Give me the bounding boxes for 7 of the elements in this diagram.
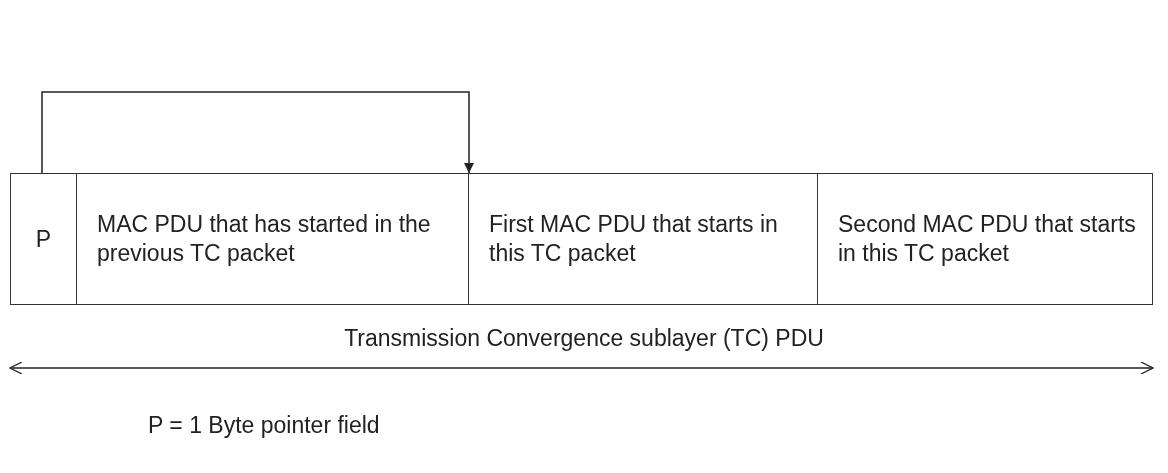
pdu-segment-box: First MAC PDU that starts in this TC packet [468, 173, 818, 305]
pdu-segment-box: Second MAC PDU that starts in this TC packet [817, 173, 1153, 305]
dimension-label: Transmission Convergence sublayer (TC) PDU [344, 325, 824, 352]
footnote: P = 1 Byte pointer field [148, 412, 380, 439]
pointer-arrow [41, 91, 474, 174]
pdu-segment-box: MAC PDU that has started in the previous TC packet [76, 173, 469, 305]
pointer-field-box: P [10, 173, 77, 305]
